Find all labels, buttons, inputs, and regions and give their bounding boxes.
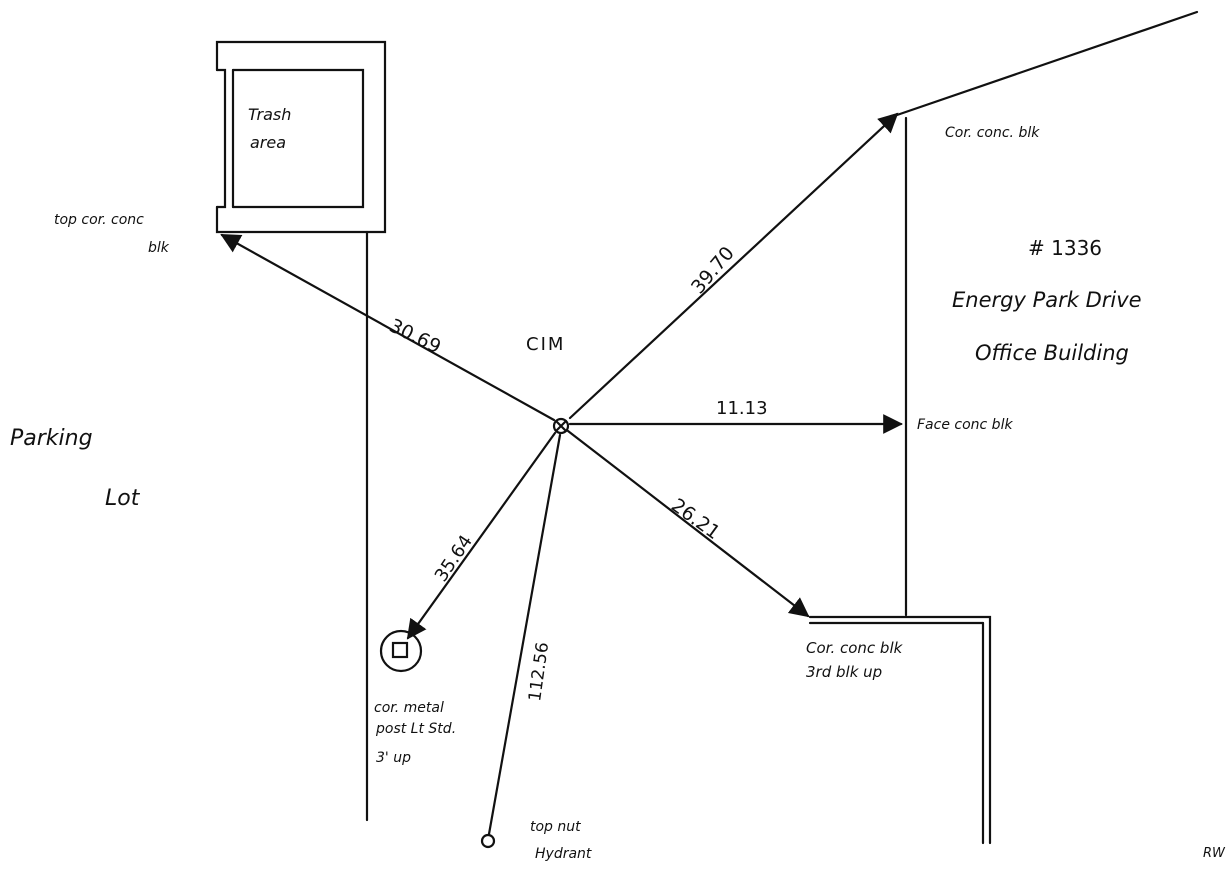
ray-to-corner-3rd-blk	[566, 429, 810, 618]
building-roof-line	[895, 10, 1199, 117]
corner-initials: RW	[1203, 846, 1226, 861]
ray-to-building-corner	[568, 112, 899, 420]
trash-enclosure	[215, 40, 387, 234]
distance-trash-corner: 30.69	[386, 315, 445, 359]
hydrant-symbol	[480, 833, 496, 849]
face-conc-blk-label: Face conc blk	[917, 417, 1013, 433]
trash-area-label: Trash area	[248, 105, 296, 152]
distance-corner-3rd-blk: 26.21	[667, 494, 724, 544]
ray-to-metal-post	[406, 431, 557, 640]
hydrant-label: top nut Hydrant	[530, 819, 592, 862]
cim-label: CIM	[526, 334, 565, 355]
cor-conc-blk-top-label: Cor. conc. blk	[945, 125, 1040, 141]
building-step-outline	[808, 615, 992, 845]
parking-lot-label: Parking Lot	[10, 426, 141, 511]
building-number-label: # 1336	[1028, 236, 1102, 260]
measurement-rays	[220, 112, 903, 836]
building-name-label: Energy Park Drive Office Building	[952, 288, 1148, 365]
distance-hydrant: 112.56	[525, 641, 553, 703]
ray-to-trash-corner	[220, 233, 556, 422]
ray-to-hydrant	[487, 433, 562, 836]
metal-post-label: cor. metal post Lt Std. 3' up	[374, 700, 461, 766]
distance-face-blk: 11.13	[716, 398, 768, 419]
metal-post-symbol	[379, 629, 423, 673]
top-cor-conc-blk-label: top cor. conc blk	[54, 212, 170, 256]
distance-metal-post: 35.64	[431, 531, 477, 585]
cor-conc-blk-3rd-label: Cor. conc blk 3rd blk up	[806, 639, 907, 681]
distance-building-corner: 39.70	[687, 242, 739, 298]
cim-point	[552, 417, 570, 435]
